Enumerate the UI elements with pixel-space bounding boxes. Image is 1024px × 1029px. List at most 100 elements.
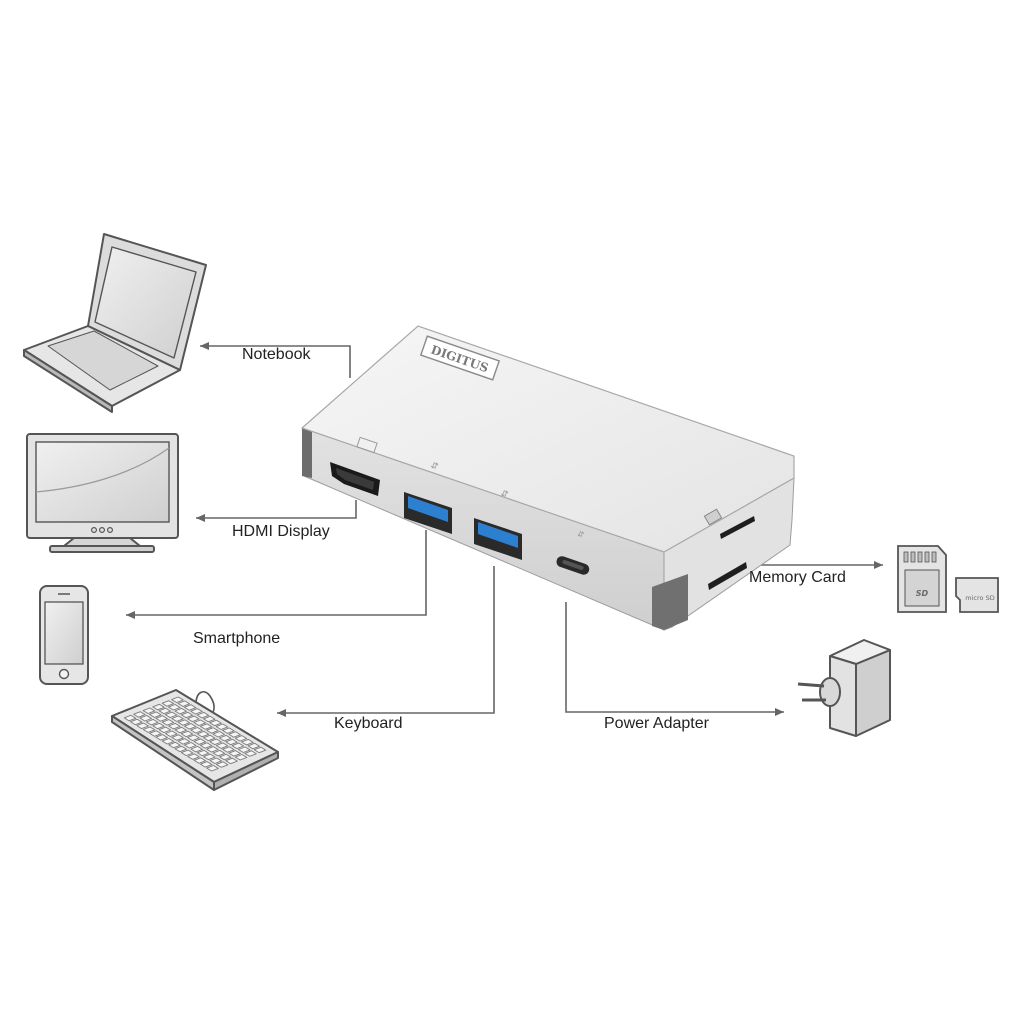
keyboard-key — [177, 738, 191, 745]
keyboard-key — [142, 726, 156, 733]
svg-text:⇆: ⇆ — [498, 488, 510, 499]
keyboard-key — [247, 742, 260, 750]
keyboard-key — [174, 707, 187, 715]
keyboard-key — [177, 719, 191, 726]
keyboard-key — [199, 723, 213, 730]
keyboard-key — [234, 754, 248, 761]
keyboard-key — [218, 734, 232, 742]
keyboard-key — [171, 696, 184, 703]
keyboard-key — [165, 730, 178, 737]
keyboard-key — [244, 750, 257, 757]
keyboard-key — [196, 749, 210, 757]
keyboard-key — [155, 715, 168, 722]
hdmi-port — [330, 436, 380, 496]
keyboard-key — [133, 711, 146, 718]
keyboard-key — [203, 734, 216, 742]
keyboard-key — [215, 761, 229, 768]
keyboard-key — [171, 715, 184, 722]
keyboard-key — [215, 723, 229, 730]
keyboard-key — [219, 753, 232, 761]
keyboard-key — [161, 738, 175, 745]
keyboard-label: Keyboard — [334, 715, 403, 732]
keyboard-icon — [111, 689, 279, 791]
keyboard-key — [225, 738, 238, 746]
usb-hub-device: DIGITUS ⇆ ⇆ ⇆ — [300, 325, 795, 631]
keyboard-key — [187, 753, 200, 760]
keyboard-key — [190, 745, 203, 753]
hub-left-edge — [302, 428, 312, 478]
keyboard-key — [174, 726, 187, 734]
keyboard-key — [136, 722, 149, 730]
keyboard-key — [206, 765, 219, 772]
keyboard-key — [168, 741, 181, 749]
keyboard-key — [180, 711, 194, 719]
keyboard-key — [228, 731, 241, 738]
keyboard-key — [203, 753, 216, 761]
power-adapter-icon — [797, 639, 891, 737]
keyboard-key — [238, 746, 251, 753]
power-adapter-connector — [565, 602, 784, 716]
keyboard-key — [152, 703, 165, 711]
card-reader-slots — [703, 508, 755, 590]
keyboard-key — [199, 742, 213, 749]
notebook-icon — [23, 233, 207, 413]
smartphone-label: Smartphone — [193, 630, 281, 647]
keyboard-key — [203, 715, 216, 723]
keyboard-key — [180, 749, 194, 757]
keyboard-key — [215, 742, 229, 749]
keyboard-key — [187, 734, 200, 741]
microsd-card-icon: micro SD — [955, 577, 999, 613]
keyboard-key — [184, 742, 197, 749]
keyboard-key — [130, 718, 143, 726]
keyboard-key — [177, 700, 190, 707]
keyboard-key — [183, 704, 197, 711]
keyboard-key — [231, 742, 245, 750]
notebook-connector — [200, 342, 351, 378]
keyboard-key — [222, 727, 235, 734]
keyboard-key — [158, 707, 171, 715]
smartphone-icon — [39, 585, 89, 685]
keyboard-key — [158, 726, 172, 734]
keyboard-key — [206, 746, 219, 753]
keyboard-key — [168, 722, 181, 730]
keyboard-key — [145, 718, 159, 726]
keyboard-key — [222, 746, 235, 753]
keyboard-key — [212, 731, 225, 738]
sd-card-icon: SD — [897, 545, 947, 613]
svg-text:⇆: ⇆ — [428, 460, 440, 471]
keyboard-key — [187, 715, 200, 723]
keyboard-key — [193, 757, 207, 764]
keyboard-key — [228, 750, 241, 757]
keyboard-key — [123, 714, 137, 722]
keyboard-key — [209, 757, 222, 764]
usb-a-port-2: ⇆ — [474, 488, 522, 560]
hub-right-edge — [652, 574, 688, 630]
usb-a-port-1: ⇆ — [404, 460, 452, 534]
keyboard-key — [209, 719, 222, 727]
keyboard-key — [161, 700, 175, 707]
keyboard-key — [149, 711, 162, 718]
usb-c-port: ⇆ — [556, 529, 590, 575]
keyboard-key — [212, 749, 226, 757]
notebook-label: Notebook — [242, 346, 311, 363]
keyboard-key — [139, 715, 152, 722]
svg-text:⇆: ⇆ — [575, 529, 586, 539]
keyboard-key — [152, 722, 165, 730]
svg-text:SD: SD — [916, 589, 929, 598]
hub-top-face — [300, 325, 795, 553]
keyboard-key — [171, 734, 184, 741]
memory-card-label: Memory Card — [749, 569, 846, 586]
keyboard-key — [209, 738, 222, 746]
keyboard-key — [234, 735, 248, 742]
keyboard-key — [161, 719, 175, 726]
hdmi-display-label: HDMI Display — [232, 523, 330, 540]
keyboard-key — [225, 757, 238, 765]
keyboard-keys — [123, 696, 267, 772]
svg-text:micro SD: micro SD — [965, 594, 994, 602]
keyboard-key — [253, 746, 267, 754]
keyboard-key — [200, 761, 213, 768]
keyboard-key — [164, 711, 178, 719]
keyboard-key — [142, 707, 156, 714]
